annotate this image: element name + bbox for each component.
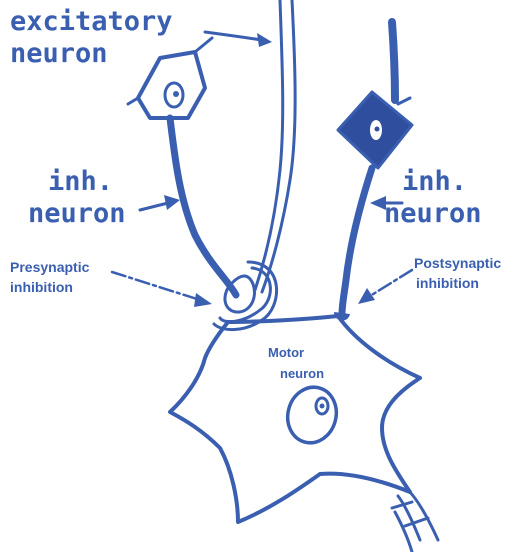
presynaptic-label-line2: inhibition [10, 279, 73, 295]
presynaptic-arrow-shaft [112, 272, 200, 300]
left-inh-arrow-head [164, 195, 180, 210]
presynaptic-label-line1: Presynaptic [10, 259, 90, 275]
motor-axon-myelin-2 [405, 518, 428, 526]
motor-axon-2 [408, 490, 438, 540]
left-inh-label-line1: inh. [48, 166, 113, 197]
presynaptic-arrow-head [194, 293, 212, 307]
postsynaptic-arrow-head [358, 288, 375, 304]
postsynaptic-label-line2: inhibition [416, 275, 479, 291]
excitatory-arrow-shaft [205, 32, 262, 40]
right-inhibitory-dendrite-branch [398, 98, 410, 104]
excitatory-neuron-label-line2: neuron [10, 38, 108, 69]
left-inhibitory-dendrite [195, 38, 212, 52]
left-inhibitory-nucleolus [173, 91, 179, 97]
right-inh-label-line1: inh. [402, 166, 467, 197]
postsynaptic-label-line1: Postsynaptic [414, 255, 501, 271]
postsynaptic-arrow-shaft [370, 270, 412, 296]
excitatory-arrow-head [257, 33, 272, 47]
left-inhibitory-axon [170, 118, 236, 295]
motor-neuron-nucleolus-dot [320, 404, 325, 409]
right-inhibitory-nucleolus [375, 127, 380, 132]
motor-neuron-label-line2: neuron [280, 366, 324, 381]
right-inhibitory-dendrite [392, 22, 395, 100]
motor-neuron-nucleus [282, 382, 343, 449]
left-inh-label-line2: neuron [28, 198, 126, 229]
left-inhibitory-dendrite-2 [128, 98, 138, 104]
excitatory-neuron-label-line1: excitatory [10, 6, 173, 37]
right-inh-arrow-head [370, 196, 386, 210]
left-inh-arrow-shaft [140, 203, 168, 210]
motor-neuron-label-line1: Motor [268, 345, 304, 360]
